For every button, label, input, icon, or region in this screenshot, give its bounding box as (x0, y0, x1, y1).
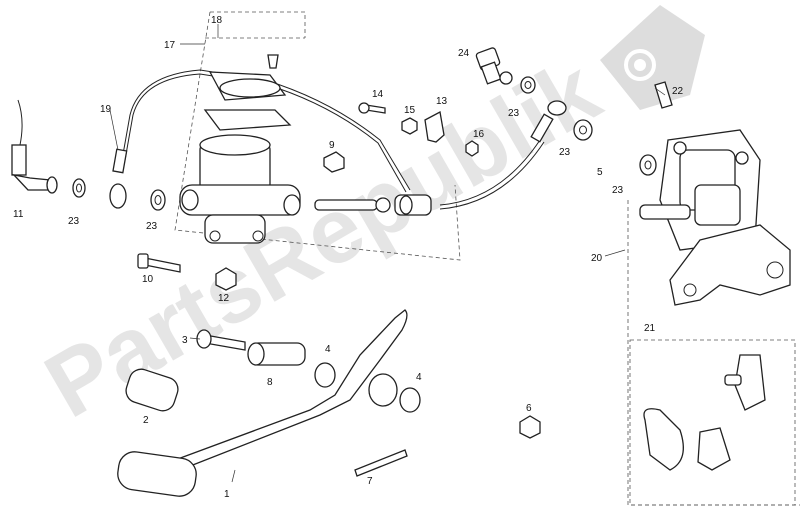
cap-screw (267, 54, 279, 69)
callout-17: 17 (164, 40, 176, 51)
callout-23c: 23 (508, 108, 520, 119)
brake-pads (643, 354, 766, 471)
callout-6: 6 (526, 403, 532, 414)
pedal-rubber-1 (117, 451, 197, 497)
callout-7: 7 (367, 476, 373, 487)
spring-7 (354, 449, 408, 477)
sealing-washers (72, 76, 657, 211)
push-rod (314, 194, 432, 216)
callout-23e: 23 (612, 185, 624, 196)
brake-caliper (639, 129, 791, 306)
leader-lines (109, 24, 666, 483)
hose-banjo-right (547, 100, 567, 116)
callout-8: 8 (267, 377, 273, 388)
callout-14: 14 (372, 89, 384, 100)
washer-4b (399, 387, 421, 413)
bracket-13 (424, 111, 445, 143)
callout-23b: 23 (146, 221, 158, 232)
callout-23d: 23 (559, 147, 571, 158)
reservoir-cap (219, 78, 281, 98)
assembly-outlines (174, 11, 800, 506)
callout-20: 20 (591, 253, 603, 264)
hose-crimp-right (530, 113, 554, 143)
banjo-bolt (475, 47, 673, 109)
nut-6 (519, 415, 541, 439)
callout-19: 19 (100, 104, 112, 115)
part-11-hose-end (11, 99, 58, 194)
callout-18: 18 (211, 15, 223, 26)
callout-3: 3 (182, 335, 188, 346)
callout-9: 9 (329, 140, 335, 151)
callout-12: 12 (218, 293, 230, 304)
callout-11: 11 (13, 209, 24, 220)
nut-12 (215, 267, 237, 291)
callout-4b: 4 (416, 372, 422, 383)
hose-banjo-left (109, 183, 127, 209)
callout-5: 5 (597, 167, 603, 178)
callout-labels: 1 2 3 4 4 5 6 7 8 9 10 11 12 13 14 15 16… (13, 15, 684, 500)
bolt-10 (144, 257, 181, 273)
pedal-rubber-2 (125, 368, 179, 412)
gear-logo-icon (600, 5, 705, 110)
callout-10: 10 (142, 274, 154, 285)
callout-24: 24 (458, 48, 470, 59)
callout-1: 1 (224, 489, 230, 500)
reservoir-diaphragm (203, 109, 292, 131)
callout-2: 2 (143, 415, 149, 426)
nut-16 (465, 140, 479, 157)
bleeder-screw (654, 81, 673, 109)
washer-4a (314, 362, 336, 388)
nut-15 (401, 117, 418, 135)
callout-4a: 4 (325, 344, 331, 355)
brake-pedal (117, 309, 541, 497)
nut-9 (323, 151, 345, 173)
callout-21: 21 (644, 323, 656, 334)
small-hardware (137, 102, 479, 291)
callout-23a: 23 (68, 216, 80, 227)
master-cylinder (179, 54, 301, 244)
callout-16: 16 (473, 129, 485, 140)
callout-22: 22 (672, 86, 684, 97)
caliper-bracket (669, 224, 791, 306)
callout-13: 13 (436, 96, 448, 107)
hose-crimp-top (112, 148, 128, 174)
pedal-pivot-boss (368, 373, 398, 407)
callout-15: 15 (404, 105, 416, 116)
